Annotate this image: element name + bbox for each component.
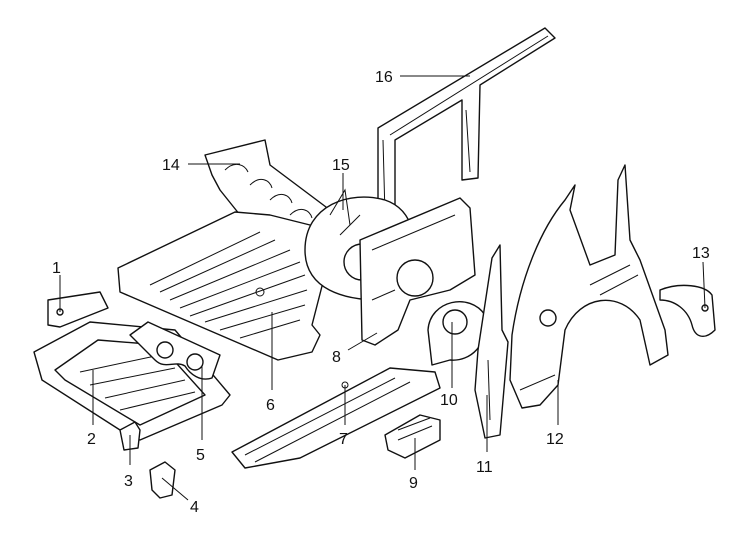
callout-12: 12 [546, 431, 564, 448]
leader-8 [347, 332, 378, 351]
part-9-cross-block [384, 414, 441, 459]
part-13-arch-trim [659, 284, 716, 337]
leader-13 [702, 261, 706, 309]
callout-13: 13 [692, 245, 710, 262]
callout-16: 16 [375, 69, 393, 86]
callout-2: 2 [87, 431, 96, 448]
part-8-inner-panel [359, 197, 476, 346]
callout-labels: 1 2 3 4 5 6 7 8 9 10 11 12 13 14 15 16 [52, 69, 710, 516]
callout-15: 15 [332, 157, 350, 174]
leader-4 [161, 477, 189, 501]
part-7-long-rail [231, 367, 441, 469]
callout-1: 1 [52, 260, 61, 277]
part-10-wheel-house [427, 301, 487, 366]
callout-11: 11 [476, 459, 493, 476]
leader-lines [59, 75, 706, 501]
callout-5: 5 [196, 447, 205, 464]
callout-14: 14 [162, 157, 180, 174]
callout-3: 3 [124, 473, 133, 490]
callout-10: 10 [440, 392, 458, 409]
part-6-floor-pan [117, 211, 331, 361]
part-1-plate [47, 291, 109, 328]
callout-8: 8 [332, 349, 341, 366]
part-4-block [149, 461, 176, 499]
part-2-spare-tub [33, 321, 231, 441]
part-11-pillar [474, 244, 509, 439]
part-12-quarter-panel [509, 164, 669, 409]
callout-9: 9 [409, 475, 418, 492]
callout-6: 6 [266, 397, 275, 414]
part-5-crossmember [129, 321, 221, 380]
callout-7: 7 [339, 431, 348, 448]
callout-4: 4 [190, 499, 199, 516]
